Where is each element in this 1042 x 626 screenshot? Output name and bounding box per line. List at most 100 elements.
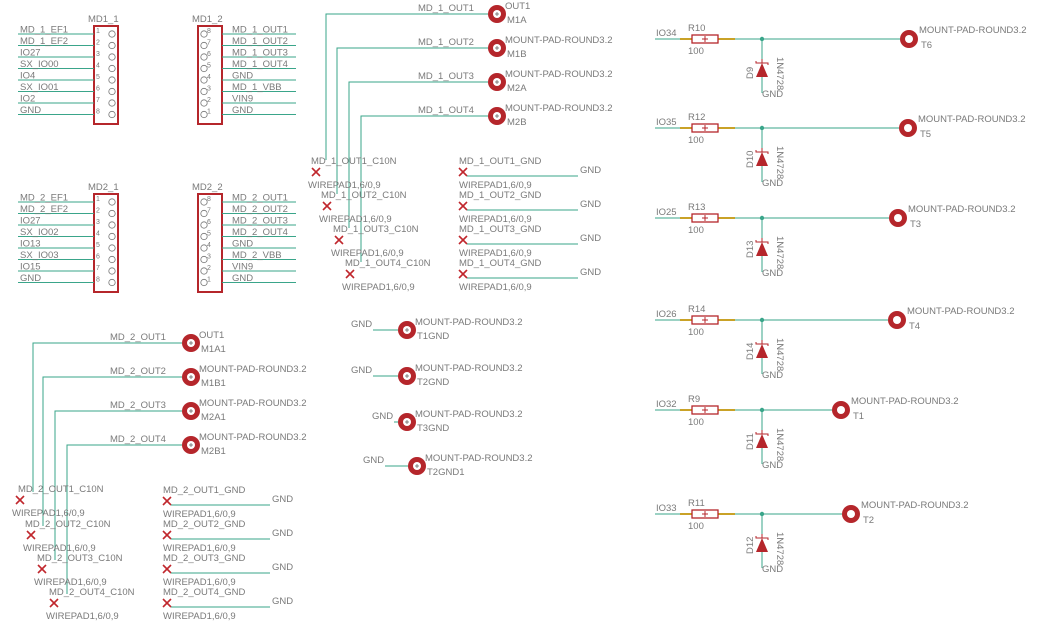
net-label: MD_2_OUT1	[110, 332, 166, 343]
wirepad-x	[162, 598, 172, 608]
wirepad-x	[334, 235, 344, 245]
pad-name-label: T2GND	[417, 377, 449, 388]
header-pin-contact	[200, 110, 208, 119]
pad-name-label: M1B	[507, 49, 527, 60]
wirepad-name: MD_2_OUT2_GND	[163, 519, 245, 530]
wirepad-value: WIREPAD1,6/0,9	[459, 180, 532, 191]
header-pin-contact	[108, 87, 116, 96]
pad-name-label: M2A1	[201, 412, 226, 423]
wirepad-value: WIREPAD1,6/0,9	[308, 180, 381, 191]
wirepad-name: MD_1_OUT4_C10N	[345, 258, 431, 269]
pad-type-label: MOUNT-PAD-ROUND3.2	[425, 453, 533, 464]
header-pin-number: 6	[96, 254, 100, 261]
header-pin-label: MD_2_EF2	[20, 204, 68, 215]
header-pin-contact	[200, 278, 208, 287]
header-pin-label: GND	[232, 273, 253, 284]
wirepad-value: WIREPAD1,6/0,9	[459, 282, 532, 293]
header-pin-contact	[200, 232, 208, 241]
header-pin-number: 3	[96, 51, 100, 58]
mount-pad-hole	[893, 316, 901, 324]
net-label: MD_2_OUT2	[110, 366, 166, 377]
header-pin-contact	[108, 267, 116, 275]
io-label: IO34	[656, 28, 677, 39]
pad-name-label: M2A	[507, 83, 527, 94]
header-pin-contact	[200, 53, 208, 61]
io-label: IO26	[656, 309, 677, 320]
net-wire	[54, 410, 182, 560]
resistor-value: 100	[688, 327, 704, 338]
header-pin-contact	[108, 53, 116, 61]
mount-pad-hole	[837, 406, 845, 414]
gnd-label: GND	[762, 460, 783, 471]
wirepad-gnd-label: GND	[272, 528, 293, 539]
header-pin-number: 1	[207, 277, 211, 284]
net-md_1_out1: MD_1_OUT1	[325, 3, 488, 160]
wirepad-name: MD_2_OUT1_GND	[163, 485, 245, 496]
pad-name-label: T3	[910, 219, 921, 230]
pad-type-label: MOUNT-PAD-ROUND3.2	[505, 35, 613, 46]
pad-name-label: T1GND	[417, 331, 449, 342]
header-pin-contact	[108, 198, 116, 206]
header-pin-label: MD_2_OUT2	[232, 204, 288, 215]
pad-name-label: T4	[909, 321, 920, 332]
header-pin-label: SX_IO01	[20, 82, 59, 93]
diode-part: 1N4728	[774, 236, 785, 269]
header-pin-contact	[200, 255, 208, 264]
pad-name-label: M2B1	[201, 446, 226, 457]
wirepad-name: MD_1_OUT1_GND	[459, 156, 541, 167]
wirepad-gnd-label: GND	[272, 562, 293, 573]
gnd-pad-group: GND	[351, 319, 398, 331]
resistor-name: R10	[688, 23, 705, 34]
header-pin-label: MD_1_EF1	[20, 25, 68, 36]
net-label: MD_1_OUT3	[418, 71, 474, 82]
header-pin-number: 2	[207, 97, 211, 104]
header-pin-label: IO27	[20, 48, 41, 59]
diode-name: D9	[745, 67, 756, 79]
header-pin-label: MD_2_OUT1	[232, 193, 288, 204]
wirepad-x	[15, 495, 25, 505]
gnd-pad-group: GND	[363, 455, 408, 467]
header-pin-label: SX_IO00	[20, 59, 59, 70]
pad-type-label: MOUNT-PAD-ROUND3.2	[908, 204, 1016, 215]
zener-diode	[756, 344, 768, 358]
header-pin-number: 1	[96, 28, 100, 35]
wirepad-value: WIREPAD1,6/0,9	[163, 577, 236, 588]
wirepad-name: MD_1_OUT3_GND	[459, 224, 541, 235]
wirepad-x	[49, 598, 59, 608]
header-pin-number: 2	[96, 40, 100, 47]
header-pin-number: 1	[207, 109, 211, 116]
zener-diode	[756, 242, 768, 256]
wirepad-value: WIREPAD1,6/0,9	[319, 214, 392, 225]
wirepad-value: WIREPAD1,6/0,9	[163, 509, 236, 520]
header-name: MD1_1	[88, 14, 119, 25]
header-pin-contact	[108, 99, 116, 107]
header-pin-label: MD_1_OUT2	[232, 36, 288, 47]
header-pin-number: 3	[207, 86, 211, 93]
pad-name-label: T1	[853, 411, 864, 422]
header-pin-label: VIN9	[232, 94, 253, 105]
header-pin-label: MD_2_EF1	[20, 193, 68, 204]
pad-type-label: MOUNT-PAD-ROUND3.2	[199, 432, 307, 443]
header-pin-contact	[200, 198, 208, 206]
wirepad-gnd-label: GND	[580, 267, 601, 278]
header-pin-label: MD_1_OUT1	[232, 25, 288, 36]
pad-type-label: MOUNT-PAD-ROUND3.2	[918, 114, 1026, 125]
wirepad-name: MD_1_OUT3_C10N	[333, 224, 419, 235]
gnd-pad-group: GND	[351, 365, 398, 377]
wirepad-x	[345, 269, 355, 279]
header-body	[197, 193, 223, 293]
wirepad-value: WIREPAD1,6/0,9	[23, 543, 96, 554]
resistor-name: R12	[688, 112, 705, 123]
header-pin-label: IO27	[20, 216, 41, 227]
header-pin-number: 4	[96, 231, 100, 238]
